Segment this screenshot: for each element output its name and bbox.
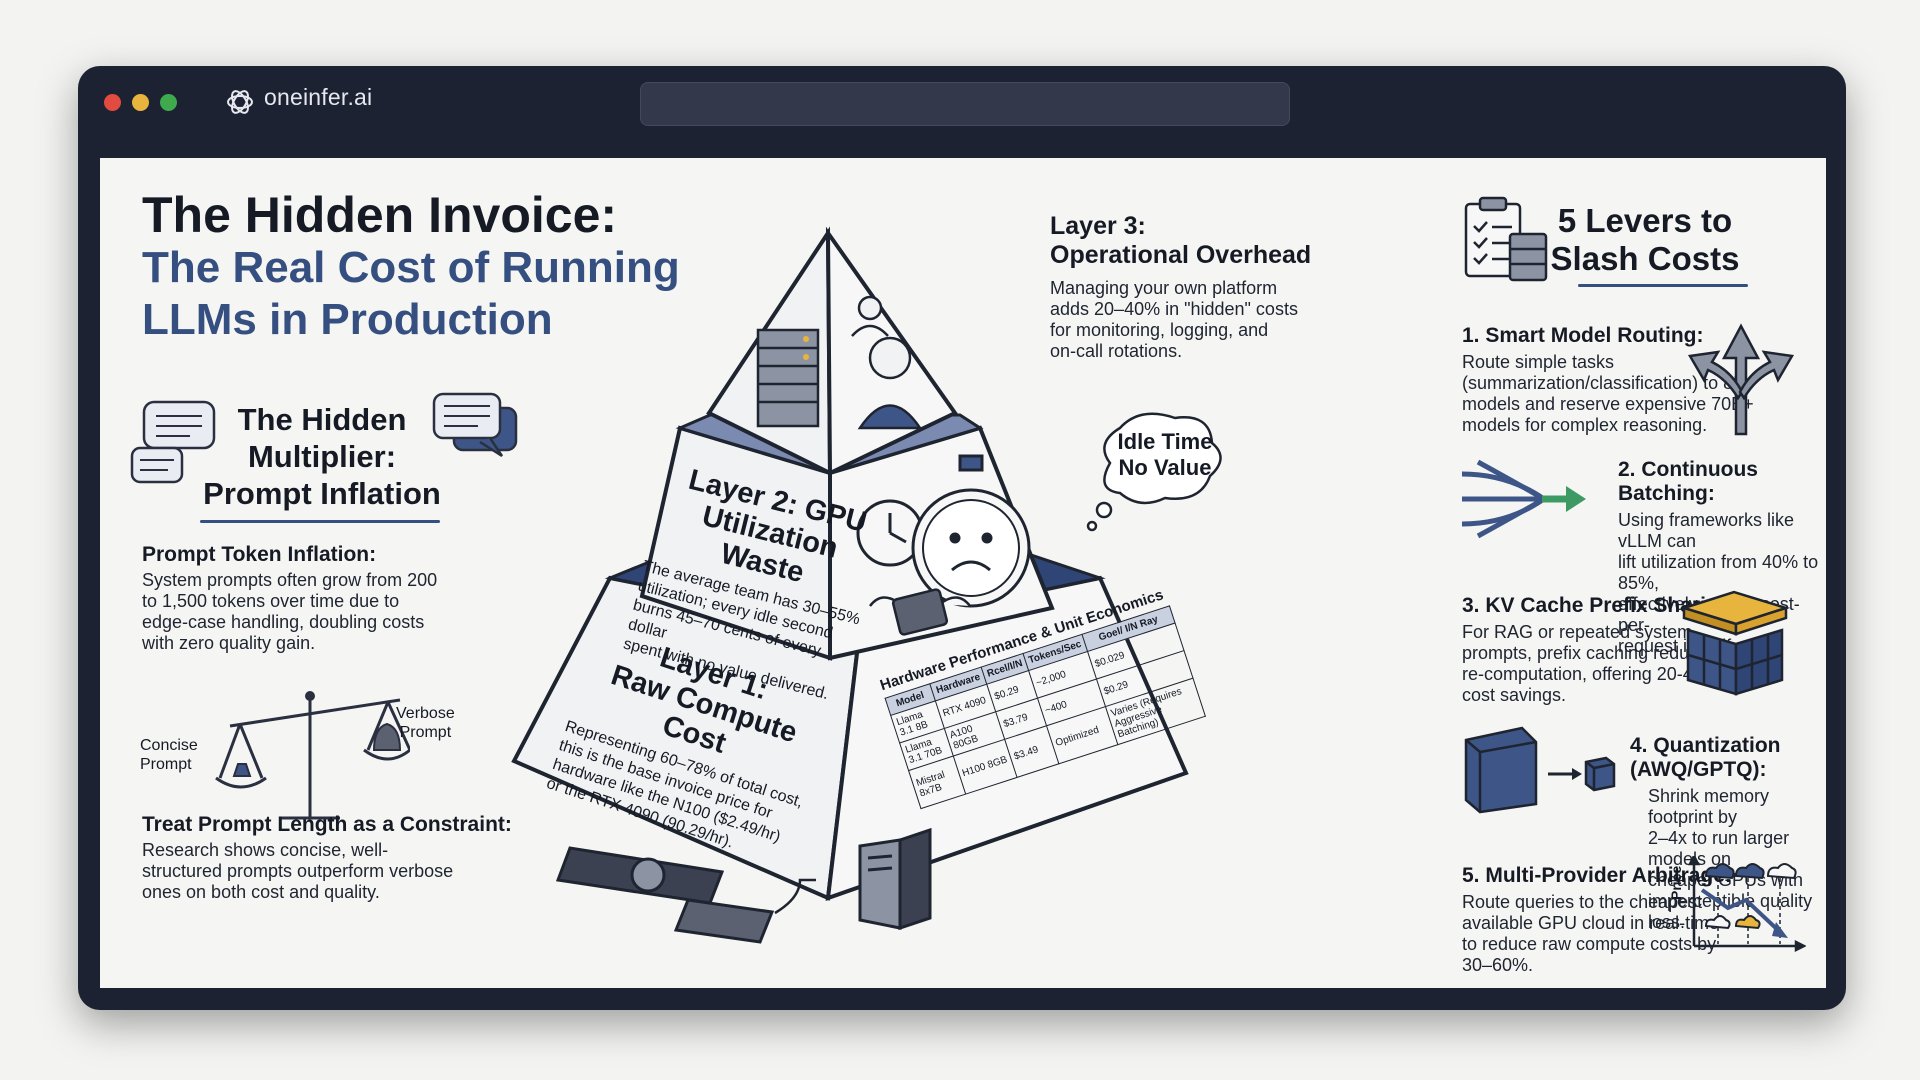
lever-4: 4. Quantization (AWQ/GPTQ): Shrink memor… xyxy=(1630,734,1813,932)
scale-label-verbose: Verbose Prompt xyxy=(396,705,455,741)
scale-label-concise: Concise Prompt xyxy=(140,737,198,773)
multiplier-underline xyxy=(200,520,440,523)
prompt-inflation-body: System prompts often grow from 200 to 1,… xyxy=(142,570,438,653)
lever-1: 1. Smart Model Routing: Route simple tas… xyxy=(1462,324,1754,435)
price-axis-label: Price xyxy=(1668,865,1684,900)
prompt-inflation-heading: Prompt Token Inflation: xyxy=(142,543,377,566)
close-window-button[interactable] xyxy=(104,94,121,111)
constraint-body: Research shows concise, well- structured… xyxy=(142,840,454,902)
server-tower-icon xyxy=(858,827,932,931)
fork-arrow-icon xyxy=(1687,323,1795,436)
chat-bubbles-icon xyxy=(130,400,216,484)
support-agent-icon xyxy=(851,295,923,430)
balance-scale-icon xyxy=(215,691,410,820)
multiplier-title-line1: The Hidden xyxy=(237,402,407,437)
multiplier-title-line2: Multiplier: xyxy=(247,439,397,474)
page-title: The Hidden Invoice: xyxy=(142,187,618,243)
constraint-heading: Treat Prompt Length as a Constraint: xyxy=(142,813,512,836)
idle-bubble-text: Idle Time No Value xyxy=(1117,429,1213,480)
openai-logo-icon xyxy=(227,90,253,114)
page-subtitle-line1: The Real Cost of Running xyxy=(142,243,680,292)
levers-title-line1: 5 Levers to xyxy=(1557,202,1733,239)
cost-pyramid-illustration xyxy=(511,226,1222,944)
levers-title-line2: Slash Costs xyxy=(1550,240,1740,277)
site-brand[interactable]: oneinfer.ai xyxy=(264,84,373,110)
minimize-window-button[interactable] xyxy=(132,94,149,111)
clipboard-checklist-icon xyxy=(1464,196,1548,282)
chat-bubbles-icon xyxy=(432,392,518,458)
flying-money-icon xyxy=(869,588,971,636)
browser-window: oneinfer.ai The Hidden Invoice: The Real… xyxy=(78,66,1846,1010)
cube-stack-icon xyxy=(1680,590,1790,696)
lever-3: 3. KV Cache Prefix Sharing: For RAG or r… xyxy=(1462,594,1739,705)
server-rack-icon xyxy=(756,328,820,428)
gpu-card-icon xyxy=(555,846,775,944)
multiplier-title-line3: Prompt Inflation xyxy=(203,476,441,511)
cube-shrink-icon xyxy=(1464,726,1616,814)
infographic-canvas: The Hidden Invoice: The Real Cost of Run… xyxy=(100,158,1826,988)
layer3-text: Layer 3: Operational Overhead Managing y… xyxy=(1050,212,1312,361)
page-subtitle-line2: LLMs in Production xyxy=(142,295,553,344)
levers-underline xyxy=(1578,284,1748,287)
title-bar: oneinfer.ai xyxy=(78,66,1846,156)
idle-thought-bubble xyxy=(1086,412,1222,532)
cloud-price-chart-icon xyxy=(1687,856,1806,953)
address-bar[interactable] xyxy=(640,82,1290,126)
stopwatch-sad-icon xyxy=(911,454,1031,608)
maximize-window-button[interactable] xyxy=(160,94,177,111)
merge-arrows-icon xyxy=(1461,459,1586,539)
lever-5: 5. Multi-Provider Arbitrage: Route queri… xyxy=(1462,864,1732,975)
